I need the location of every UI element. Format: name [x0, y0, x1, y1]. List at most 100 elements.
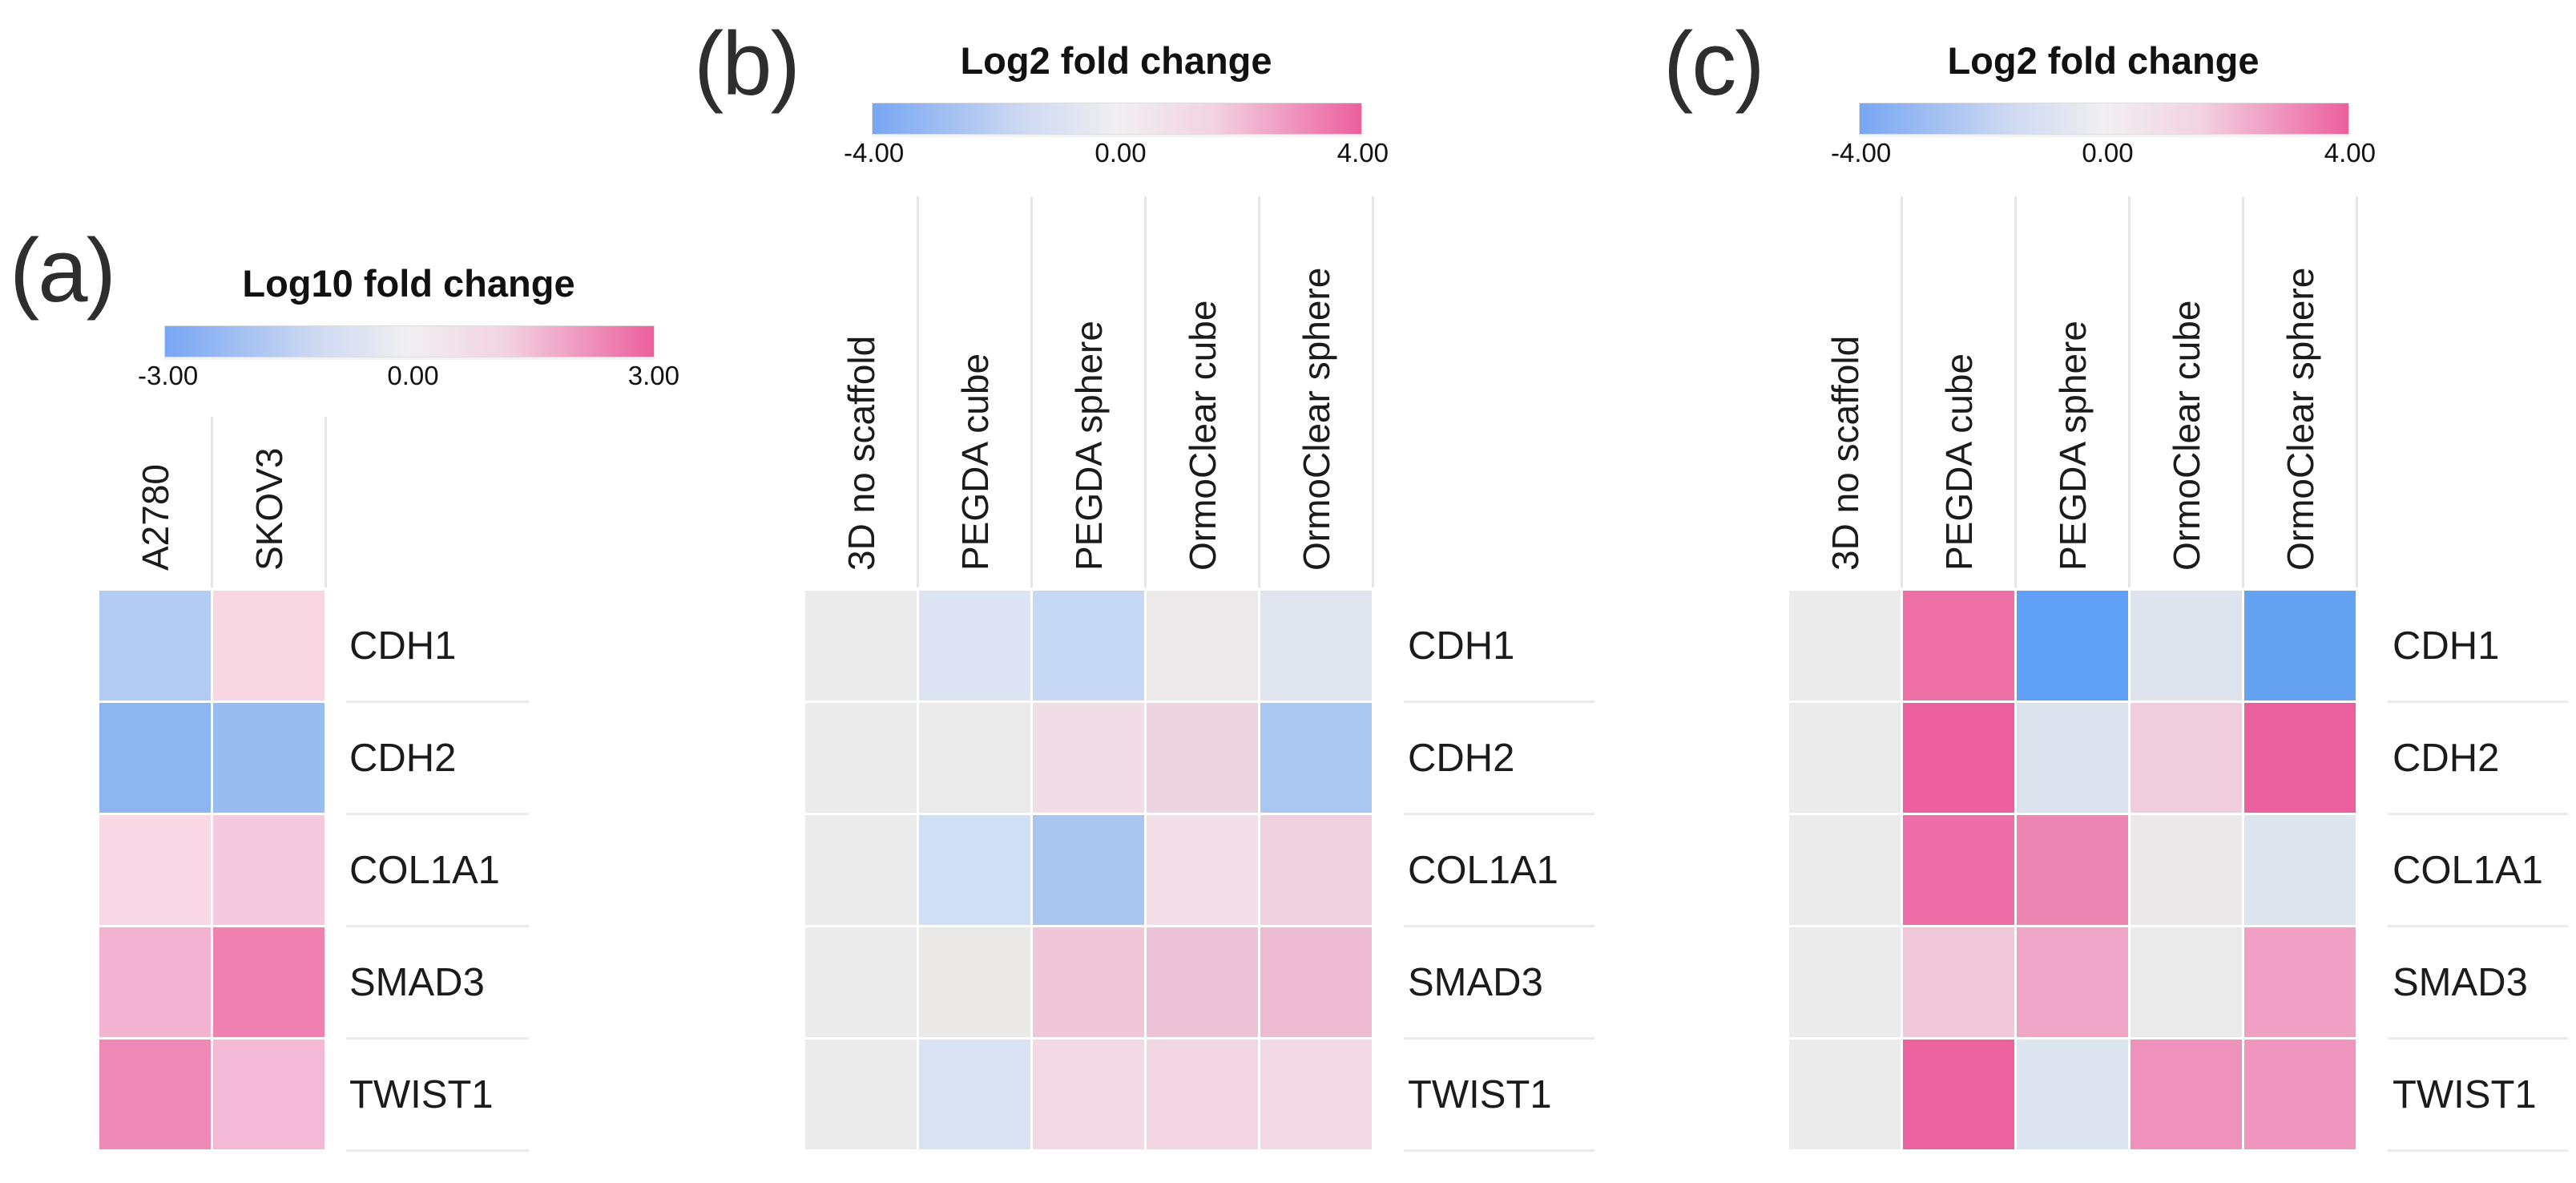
heatmap-cell-SMAD3-1: [1789, 927, 1901, 1037]
panel-b-label: (b): [694, 14, 800, 114]
row-separator: [1404, 813, 1594, 815]
column-separator: [1901, 196, 1903, 587]
heatmap-cell-CDH2-4: [1147, 703, 1258, 813]
column-label: A2780: [134, 463, 176, 571]
heatmap-cell-CDH1-5: [2244, 591, 2356, 701]
row-label-TWIST1: TWIST1: [2393, 1072, 2537, 1116]
heatmap-cell-CDH2-5: [2244, 703, 2356, 813]
heatmap-cell-COL1A1-2: [1903, 815, 2014, 925]
heatmap-cell-SMAD3-1: [805, 927, 917, 1037]
tick-max: 4.00: [2324, 138, 2376, 168]
row-separator: [346, 701, 529, 703]
heatmap-cell-CDH2-1: [805, 703, 917, 813]
row-separator: [2388, 1037, 2568, 1040]
row-separator: [2388, 813, 2568, 815]
row-label-SMAD3: SMAD3: [349, 960, 485, 1004]
heatmap-cell-CDH2-5: [1260, 703, 1372, 813]
colorbar-ticks-b: -4.00 0.00 4.00: [844, 139, 1389, 166]
heatmap-cell-SMAD3-1: [99, 927, 211, 1037]
row-label-CDH1: CDH1: [349, 624, 457, 668]
column-separator: [325, 417, 327, 587]
colorbar-ticks-c: -4.00 0.00 4.00: [1831, 139, 2376, 166]
row-separator: [1404, 701, 1594, 703]
row-label-CDH2: CDH2: [349, 736, 457, 780]
heatmap-cell-CDH1-1: [99, 591, 211, 701]
column-separator: [2014, 196, 2017, 587]
legend-title-b: Log2 fold change: [960, 39, 1272, 82]
heatmap-cell-TWIST1-1: [1789, 1040, 1901, 1149]
heatmap-cell-CDH1-1: [805, 591, 917, 701]
legend-title-a: Log10 fold change: [242, 262, 575, 305]
row-label-CDH1: CDH1: [1408, 624, 1515, 668]
heatmap-cell-CDH1-2: [213, 591, 325, 701]
heatmap-grid-a: [99, 591, 325, 1149]
heatmap-cell-CDH2-3: [2017, 703, 2128, 813]
tick-min: -4.00: [844, 138, 905, 168]
heatmap-cell-TWIST1-2: [919, 1040, 1030, 1149]
heatmap-cell-TWIST1-3: [1033, 1040, 1144, 1149]
heatmap-cell-CDH2-4: [2131, 703, 2242, 813]
heatmap-cell-COL1A1-5: [2244, 815, 2356, 925]
heatmap-cell-CDH1-2: [919, 591, 1030, 701]
heatmap-cell-CDH1-2: [1903, 591, 2014, 701]
heatmap-cell-CDH2-1: [1789, 703, 1901, 813]
heatmap-cell-COL1A1-5: [1260, 815, 1372, 925]
column-label: 3D no scaffold: [840, 335, 882, 571]
row-separator: [1404, 925, 1594, 927]
column-label: 3D no scaffold: [1824, 335, 1866, 571]
row-separator: [2388, 1149, 2568, 1152]
heatmap-cell-TWIST1-5: [2244, 1040, 2356, 1149]
row-label-COL1A1: COL1A1: [2393, 848, 2543, 892]
heatmap-cell-SMAD3-2: [919, 927, 1030, 1037]
heatmap-cell-TWIST1-4: [1147, 1040, 1258, 1149]
heatmap-cell-TWIST1-1: [805, 1040, 917, 1149]
heatmap-cell-TWIST1-3: [2017, 1040, 2128, 1149]
column-separator: [1372, 196, 1374, 587]
column-separator: [211, 417, 213, 587]
heatmap-cell-SMAD3-3: [1033, 927, 1144, 1037]
row-label-TWIST1: TWIST1: [1408, 1072, 1552, 1116]
row-separator: [2388, 925, 2568, 927]
column-separator: [2128, 196, 2131, 587]
row-separator: [346, 1037, 529, 1040]
row-label-SMAD3: SMAD3: [1408, 960, 1543, 1004]
heatmap-grid-b: [805, 591, 1372, 1149]
row-label-COL1A1: COL1A1: [1408, 848, 1558, 892]
colorbar-gradient-c: [1859, 103, 2349, 135]
heatmap-cell-CDH2-1: [99, 703, 211, 813]
heatmap-cell-SMAD3-5: [2244, 927, 2356, 1037]
heatmap-cell-COL1A1-4: [2131, 815, 2242, 925]
heatmap-cell-COL1A1-1: [1789, 815, 1901, 925]
heatmap-cell-CDH1-4: [2131, 591, 2242, 701]
tick-max: 4.00: [1336, 138, 1389, 168]
column-label: PEGDA sphere: [1067, 321, 1110, 571]
panel-a-label: (a): [10, 220, 116, 321]
column-label: SKOV3: [248, 447, 290, 571]
heatmap-cell-COL1A1-1: [99, 815, 211, 925]
column-separator: [1030, 196, 1033, 587]
column-separator: [1258, 196, 1260, 587]
heatmap-cell-CDH1-3: [2017, 591, 2128, 701]
tick-mid: 0.00: [2082, 138, 2134, 168]
heatmap-cell-SMAD3-3: [2017, 927, 2128, 1037]
heatmap-cell-CDH1-4: [1147, 591, 1258, 701]
row-separator: [346, 925, 529, 927]
column-label: OrmoClear sphere: [1295, 267, 1337, 571]
row-separator: [346, 813, 529, 815]
heatmap-cell-SMAD3-5: [1260, 927, 1372, 1037]
tick-min: -4.00: [1831, 138, 1892, 168]
heatmap-cell-COL1A1-3: [1033, 815, 1144, 925]
row-separator: [2388, 701, 2568, 703]
heatmap-cell-COL1A1-1: [805, 815, 917, 925]
heatmap-grid-c: [1789, 591, 2356, 1149]
colorbar-gradient-b: [872, 103, 1362, 135]
column-separator: [2242, 196, 2244, 587]
heatmap-cell-CDH2-2: [1903, 703, 2014, 813]
heatmap-cell-CDH1-5: [1260, 591, 1372, 701]
column-label: PEGDA sphere: [2051, 321, 2094, 571]
colorbar-gradient-a: [164, 325, 655, 357]
row-separator: [1404, 1037, 1594, 1040]
